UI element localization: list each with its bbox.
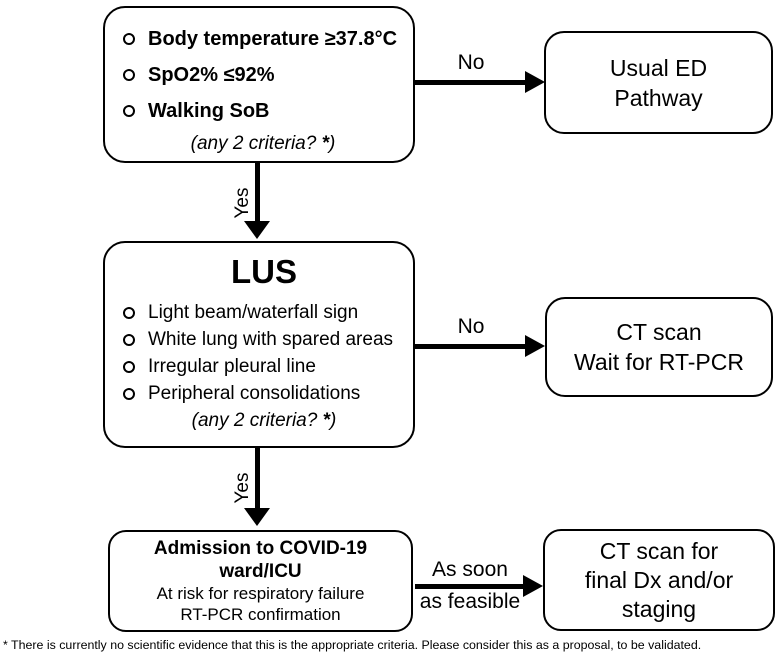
arrowhead-right-icon	[525, 335, 545, 357]
arrow-label-no-2: No	[457, 315, 485, 338]
ct-wait-line2: Wait for RT-PCR	[574, 349, 744, 375]
lus-item-label: Light beam/waterfall sign	[148, 301, 359, 323]
arrowhead-right-icon	[525, 71, 545, 93]
bullet-circle-icon	[123, 360, 135, 373]
lus-title: LUS	[231, 253, 297, 290]
criteria-item-label: Body temperature ≥37.8°C	[148, 27, 398, 50]
arrowhead-down-icon	[244, 508, 270, 526]
lus-note-asterisk: *	[322, 410, 331, 431]
admission-covid-box: Admission to COVID-19 ward/ICU At risk f…	[108, 530, 413, 632]
criteria-item: Body temperature ≥37.8°C	[123, 21, 403, 57]
lus-item-label: Peripheral consolidations	[148, 382, 361, 404]
arrow-label-yes-2: Yes	[232, 472, 253, 504]
lus-item: Irregular pleural line	[123, 353, 405, 380]
bullet-circle-icon	[123, 306, 135, 319]
bullet-circle-icon	[123, 33, 135, 45]
lus-item: Peripheral consolidations	[123, 380, 405, 407]
arrow-line-yes-2	[255, 448, 260, 510]
lus-note-paren: )	[330, 410, 337, 431]
ct-final-line2: final Dx and/or	[584, 566, 734, 593]
bullet-circle-icon	[123, 105, 135, 117]
lus-item: White lung with spared areas	[123, 326, 405, 353]
arrow-label-no-1: No	[457, 51, 485, 74]
ct-final-line1: CT scan for	[599, 537, 719, 564]
arrow-label-yes-1: Yes	[232, 187, 253, 219]
criteria-note-paren: )	[329, 133, 336, 154]
lus-note: (any 2 criteria? *)	[123, 410, 405, 432]
arrowhead-down-icon	[244, 221, 270, 239]
criteria-item-label: SpO2% ≤92%	[148, 63, 275, 86]
arrow-line-yes-1	[255, 163, 260, 223]
criteria-note: (any 2 criteria? *)	[123, 133, 403, 155]
usual-ed-pathway-box: Usual ED Pathway	[544, 31, 773, 134]
arrow-line-asap	[415, 584, 525, 589]
lus-note-text: (any 2 criteria?	[191, 410, 323, 431]
arrow-label-asap-line2: as feasible	[419, 590, 521, 613]
bullet-circle-icon	[123, 387, 135, 400]
criteria-note-asterisk: *	[321, 133, 330, 154]
admission-title-line1: Admission to COVID-19	[153, 538, 368, 559]
lus-item: Light beam/waterfall sign	[123, 299, 405, 326]
bullet-circle-icon	[123, 69, 135, 81]
footnote: * There is currently no scientific evide…	[3, 638, 702, 652]
criteria-item: Walking SoB	[123, 93, 403, 129]
ct-final-line3: staging	[621, 595, 697, 622]
ct-scan-wait-box: CT scan Wait for RT-PCR	[545, 297, 773, 397]
lus-findings-box: LUS Light beam/waterfall sign White lung…	[103, 241, 415, 448]
admission-title-line2: ward/ICU	[219, 561, 302, 582]
arrow-line-no-1	[415, 80, 527, 85]
arrow-label-asap-line1: As soon	[432, 558, 508, 581]
criteria-item: SpO2% ≤92%	[123, 57, 403, 93]
triage-criteria-box: Body temperature ≥37.8°C SpO2% ≤92% Walk…	[103, 6, 415, 163]
admission-sub-line1: At risk for respiratory failure	[156, 584, 365, 603]
ct-scan-final-box: CT scan for final Dx and/or staging	[543, 529, 775, 631]
criteria-note-text: (any 2 criteria?	[190, 133, 322, 154]
admission-sub-line2: RT-PCR confirmation	[180, 605, 341, 624]
lus-item-label: White lung with spared areas	[148, 328, 394, 350]
arrowhead-right-icon	[523, 575, 543, 597]
bullet-circle-icon	[123, 333, 135, 346]
criteria-item-label: Walking SoB	[148, 99, 270, 122]
usual-ed-line1: Usual ED	[609, 54, 708, 81]
arrow-line-no-2	[415, 344, 527, 349]
lus-item-label: Irregular pleural line	[148, 355, 316, 377]
usual-ed-line2: Pathway	[614, 84, 703, 111]
ct-wait-line1: CT scan	[616, 319, 702, 345]
